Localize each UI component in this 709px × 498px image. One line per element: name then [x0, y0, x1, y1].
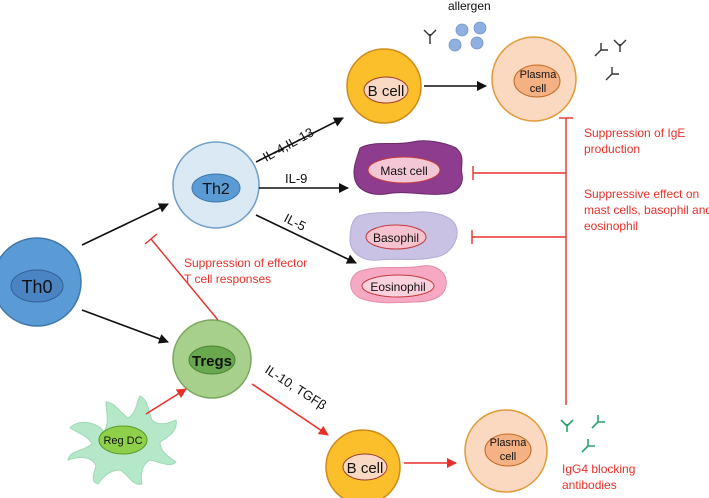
mast-cell: Mast cell [353, 140, 463, 195]
activation-arrows [81, 81, 487, 344]
plasma-bottom-label-2: cell [500, 451, 517, 463]
annotation-effector-line-1: Suppression of effector [184, 256, 307, 270]
arrow-regdc-to-tregs [145, 388, 187, 415]
reg-dc-label: Reg DC [103, 435, 142, 447]
label-il5: IL-5 [282, 210, 309, 234]
annotation-suppressive-line-3: eosinophil [584, 219, 638, 233]
b-cell-top-label: B cell [368, 83, 405, 100]
mast-cell-label: Mast cell [380, 164, 427, 178]
eosinophil-label: Eosinophil [370, 280, 425, 294]
igg4-antibody-icon [560, 415, 605, 453]
allergen-particles [448, 21, 487, 52]
th2-cell: Th2 [172, 141, 260, 229]
label-il9: IL-9 [285, 171, 307, 186]
annotation-ige-line-1: Suppression of IgE [584, 126, 685, 140]
annotation-effector-line-2: T cell responses [184, 272, 271, 286]
th0-label: Th0 [21, 277, 52, 297]
arrow-th2-to-eosinophil [255, 214, 357, 264]
inhibit-tregs-to-th2 [150, 238, 219, 321]
inhibit-tbar-th2 [144, 233, 158, 245]
plasma-cell-top: Plasma cell [491, 36, 577, 122]
arrow-th0-to-tregs [81, 309, 169, 344]
eosinophil-cell: Eosinophil [350, 265, 447, 304]
arrow-tregs-to-bcell [251, 383, 329, 436]
plasma-top-label-2: cell [530, 83, 547, 95]
annotation-ige-line-2: production [584, 142, 640, 156]
b-cell-bottom-label: B cell [347, 460, 384, 477]
annotation-igg4-line-2: antibodies [562, 478, 617, 492]
inhibition-lines [144, 117, 573, 405]
basophil-cell: Basophil [349, 211, 458, 261]
annotation-suppressive-line-1: Suppressive effect on [584, 187, 699, 201]
b-cell-top: B cell [346, 48, 422, 124]
ige-antibody-icon [423, 29, 627, 81]
annotation-ige: Suppression of IgE production [584, 126, 685, 156]
tregs-cell: Tregs [172, 319, 252, 399]
th2-label: Th2 [202, 181, 230, 198]
arrow-th2-to-bcell [255, 117, 344, 163]
th0-cell: Th0 [0, 237, 82, 327]
annotation-effector: Suppression of effector T cell responses [184, 256, 307, 286]
annotation-igg4: IgG4 blocking antibodies [562, 462, 635, 492]
plasma-cell-bottom: Plasma cell [464, 409, 548, 493]
annotation-suppressive-line-2: mast cells, basophil and [584, 203, 709, 217]
basophil-label: Basophil [373, 231, 419, 245]
tregs-label: Tregs [192, 353, 232, 370]
treg-arrows [145, 383, 457, 468]
label-il4-il13: IL-4,IL-13 [260, 125, 316, 165]
annotation-igg4-line-1: IgG4 blocking [562, 462, 635, 476]
reg-dc-cell: Reg DC [67, 395, 177, 485]
plasma-top-label-1: Plasma [520, 69, 558, 81]
arrow-th0-to-th2 [81, 203, 169, 246]
b-cell-bottom: B cell [325, 429, 401, 498]
allergen-label: allergen [448, 0, 491, 13]
annotation-suppressive: Suppressive effect on mast cells, basoph… [584, 187, 709, 233]
plasma-bottom-label-1: Plasma [490, 437, 528, 449]
label-il10-tgfb: IL-10, TGFβ [262, 362, 329, 413]
